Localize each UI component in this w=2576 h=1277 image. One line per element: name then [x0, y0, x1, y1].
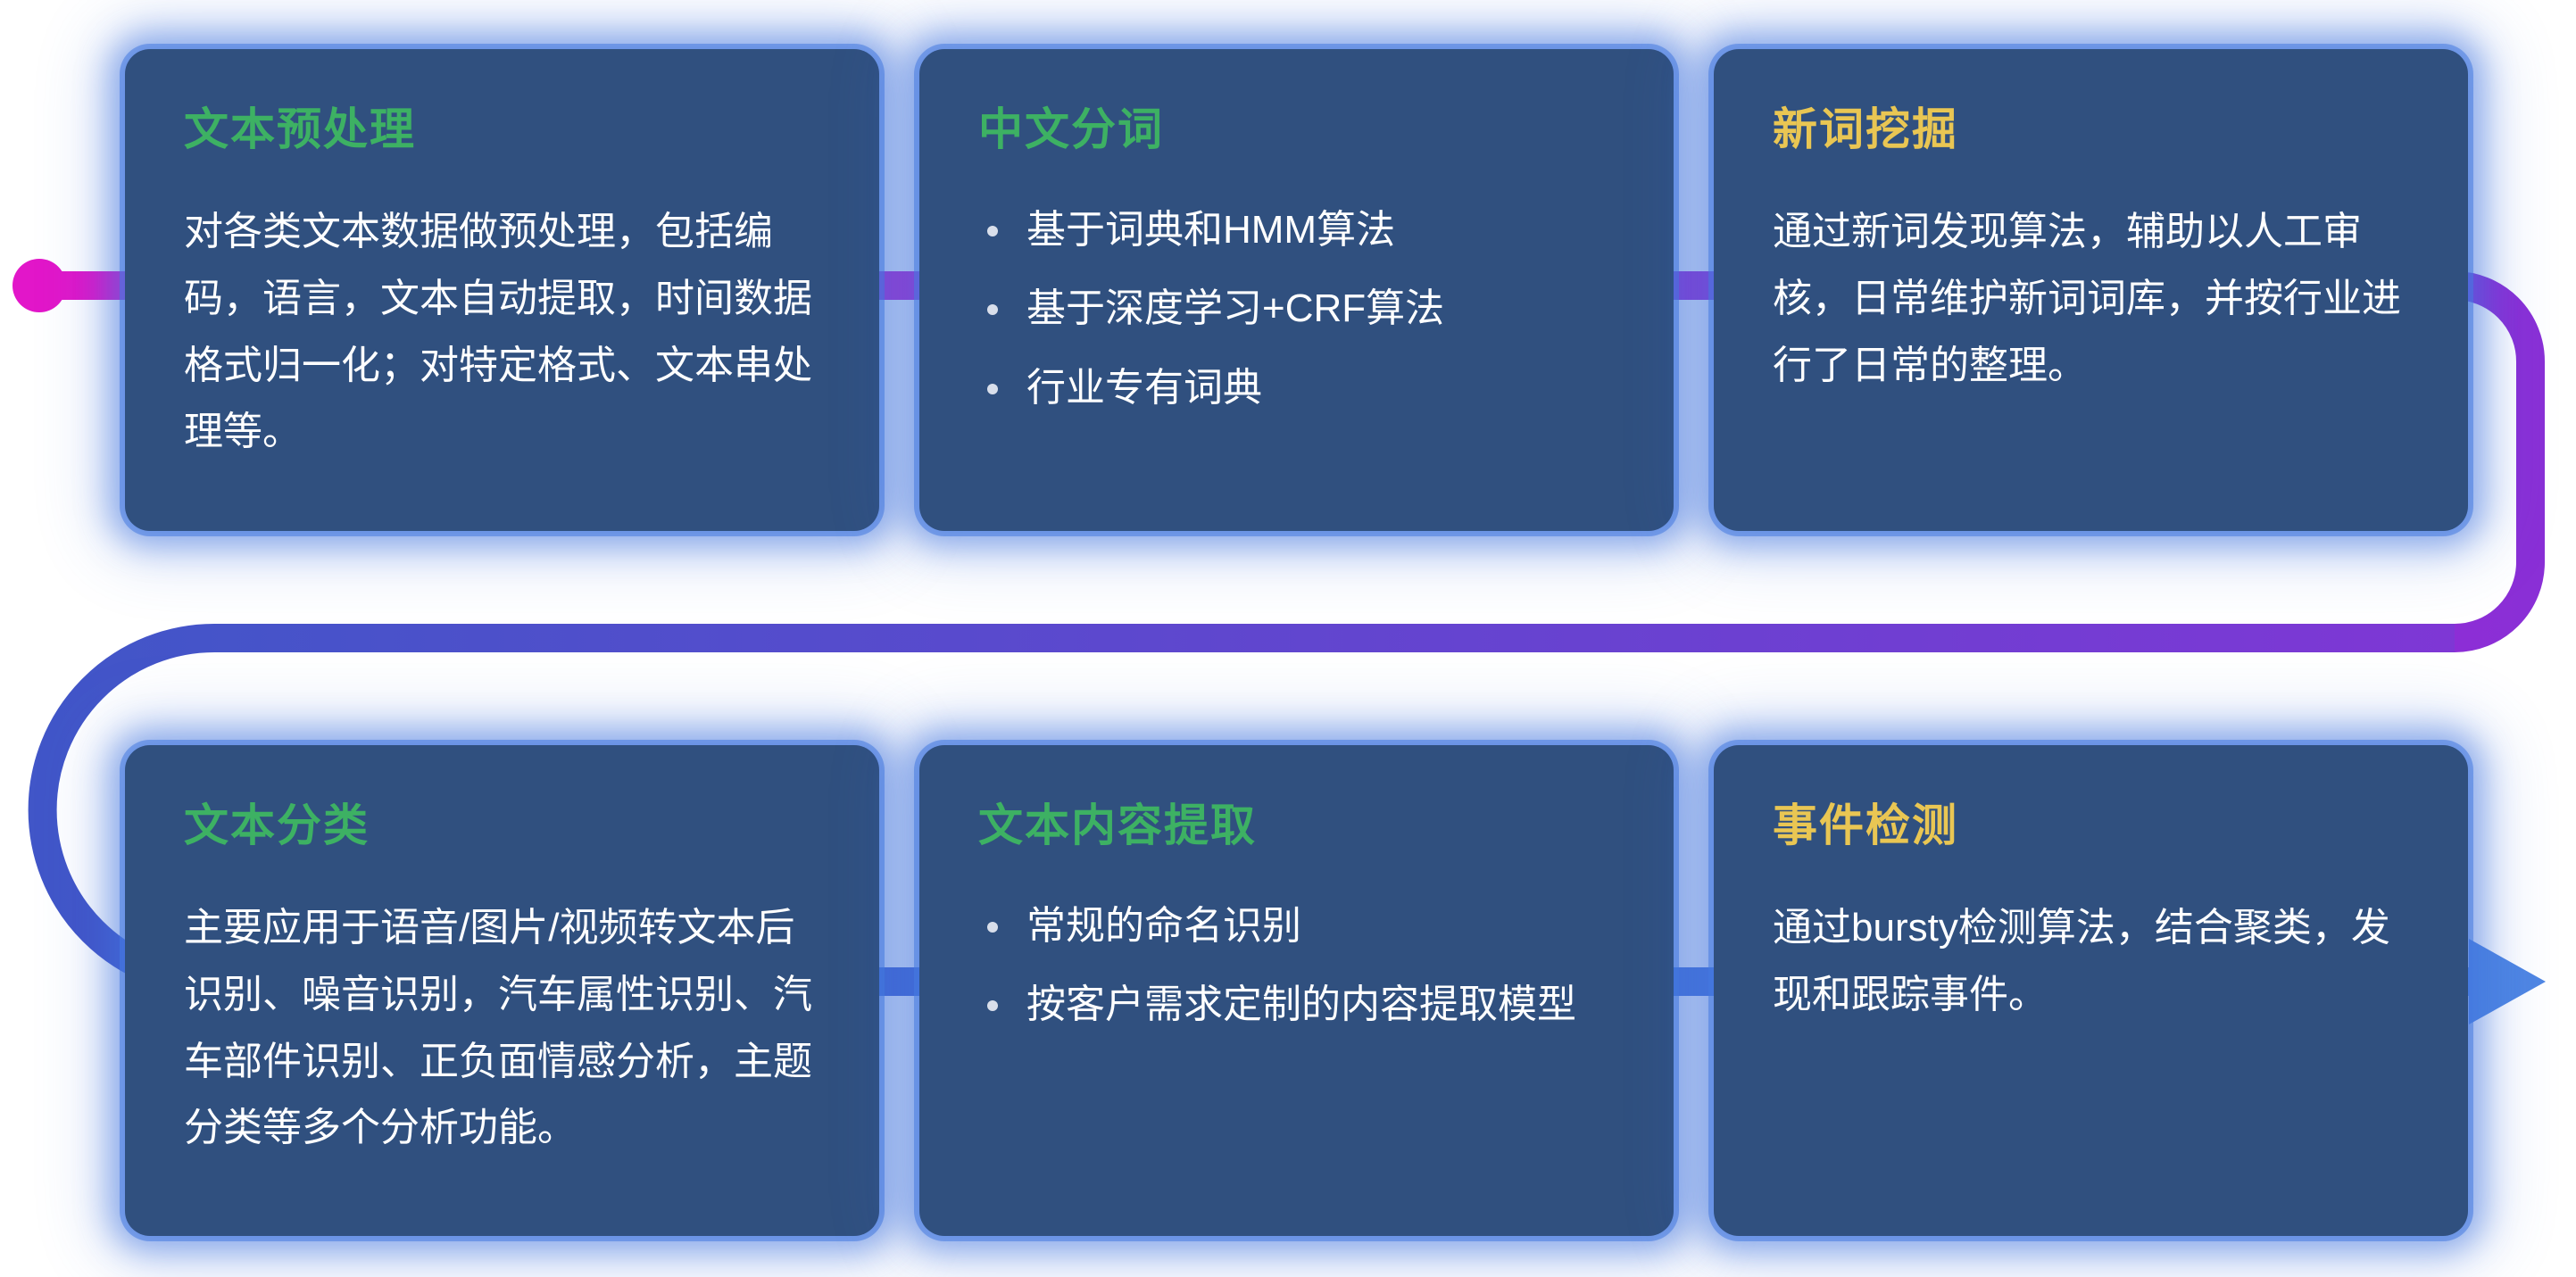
- card-body: 通过新词发现算法，辅助以人工审核，日常维护新词词库，并按行业进行了日常的整理。: [1773, 210, 2401, 387]
- card-title: 文本预处理: [184, 104, 416, 154]
- bullet-dot-icon: [987, 922, 998, 933]
- card-text-preprocessing: 文本预处理 对各类文本数据做预处理，包括编码，语言，文本自动提取，时间数据格式归…: [125, 49, 879, 531]
- bullet-item: 基于深度学习+CRF算法: [978, 278, 1615, 340]
- flow-start-dot: [12, 259, 66, 312]
- bullet-text: 按客户需求定制的内容提取模型: [1026, 983, 1576, 1027]
- card-title: 文本分类: [184, 800, 370, 850]
- card-title: 事件检测: [1773, 800, 1958, 850]
- card-text-content-extraction: 文本内容提取 常规的命名识别 按客户需求定制的内容提取模型: [919, 745, 1674, 1236]
- bullet-text: 行业专有词典: [1026, 365, 1262, 410]
- card-body: 通过bursty检测算法，结合聚类，发现和跟踪事件。: [1773, 906, 2390, 1016]
- card-text-classification: 文本分类 主要应用于语音/图片/视频转文本后识别、噪音识别，汽车属性识别、汽车部…: [125, 745, 879, 1236]
- card-body: 主要应用于语音/图片/视频转文本后识别、噪音识别，汽车属性识别、汽车部件识别、正…: [184, 906, 812, 1150]
- card-chinese-word-segmentation: 中文分词 基于词典和HMM算法 基于深度学习+CRF算法 行业专有词典: [919, 49, 1674, 531]
- card-title: 文本内容提取: [978, 800, 1257, 850]
- flow-end-arrow-icon: [2469, 939, 2546, 1024]
- bullet-dot-icon: [987, 383, 998, 394]
- card-bullet-list: 常规的命名识别 按客户需求定制的内容提取模型: [978, 895, 1615, 1037]
- bullet-text: 基于深度学习+CRF算法: [1026, 286, 1445, 331]
- bullet-dot-icon: [987, 226, 998, 236]
- bullet-dot-icon: [987, 1000, 998, 1012]
- card-title: 中文分词: [978, 104, 1164, 154]
- bullet-dot-icon: [987, 304, 998, 316]
- bullet-item: 按客户需求定制的内容提取模型: [978, 974, 1615, 1036]
- card-event-detection: 事件检测 通过bursty检测算法，结合聚类，发现和跟踪事件。: [1714, 745, 2468, 1236]
- bullet-item: 常规的命名识别: [978, 895, 1615, 958]
- card-new-word-mining: 新词挖掘 通过新词发现算法，辅助以人工审核，日常维护新词词库，并按行业进行了日常…: [1714, 49, 2468, 531]
- bullet-text: 基于词典和HMM算法: [1026, 208, 1396, 252]
- bullet-item: 基于词典和HMM算法: [978, 199, 1615, 261]
- card-title: 新词挖掘: [1773, 104, 1958, 154]
- bullet-item: 行业专有词典: [978, 357, 1615, 419]
- card-bullet-list: 基于词典和HMM算法 基于深度学习+CRF算法 行业专有词典: [978, 199, 1615, 419]
- bullet-text: 常规的命名识别: [1026, 904, 1301, 948]
- flow-line-top: [36, 271, 2545, 652]
- card-body: 对各类文本数据做预处理，包括编码，语言，文本自动提取，时间数据格式归一化；对特定…: [184, 210, 812, 454]
